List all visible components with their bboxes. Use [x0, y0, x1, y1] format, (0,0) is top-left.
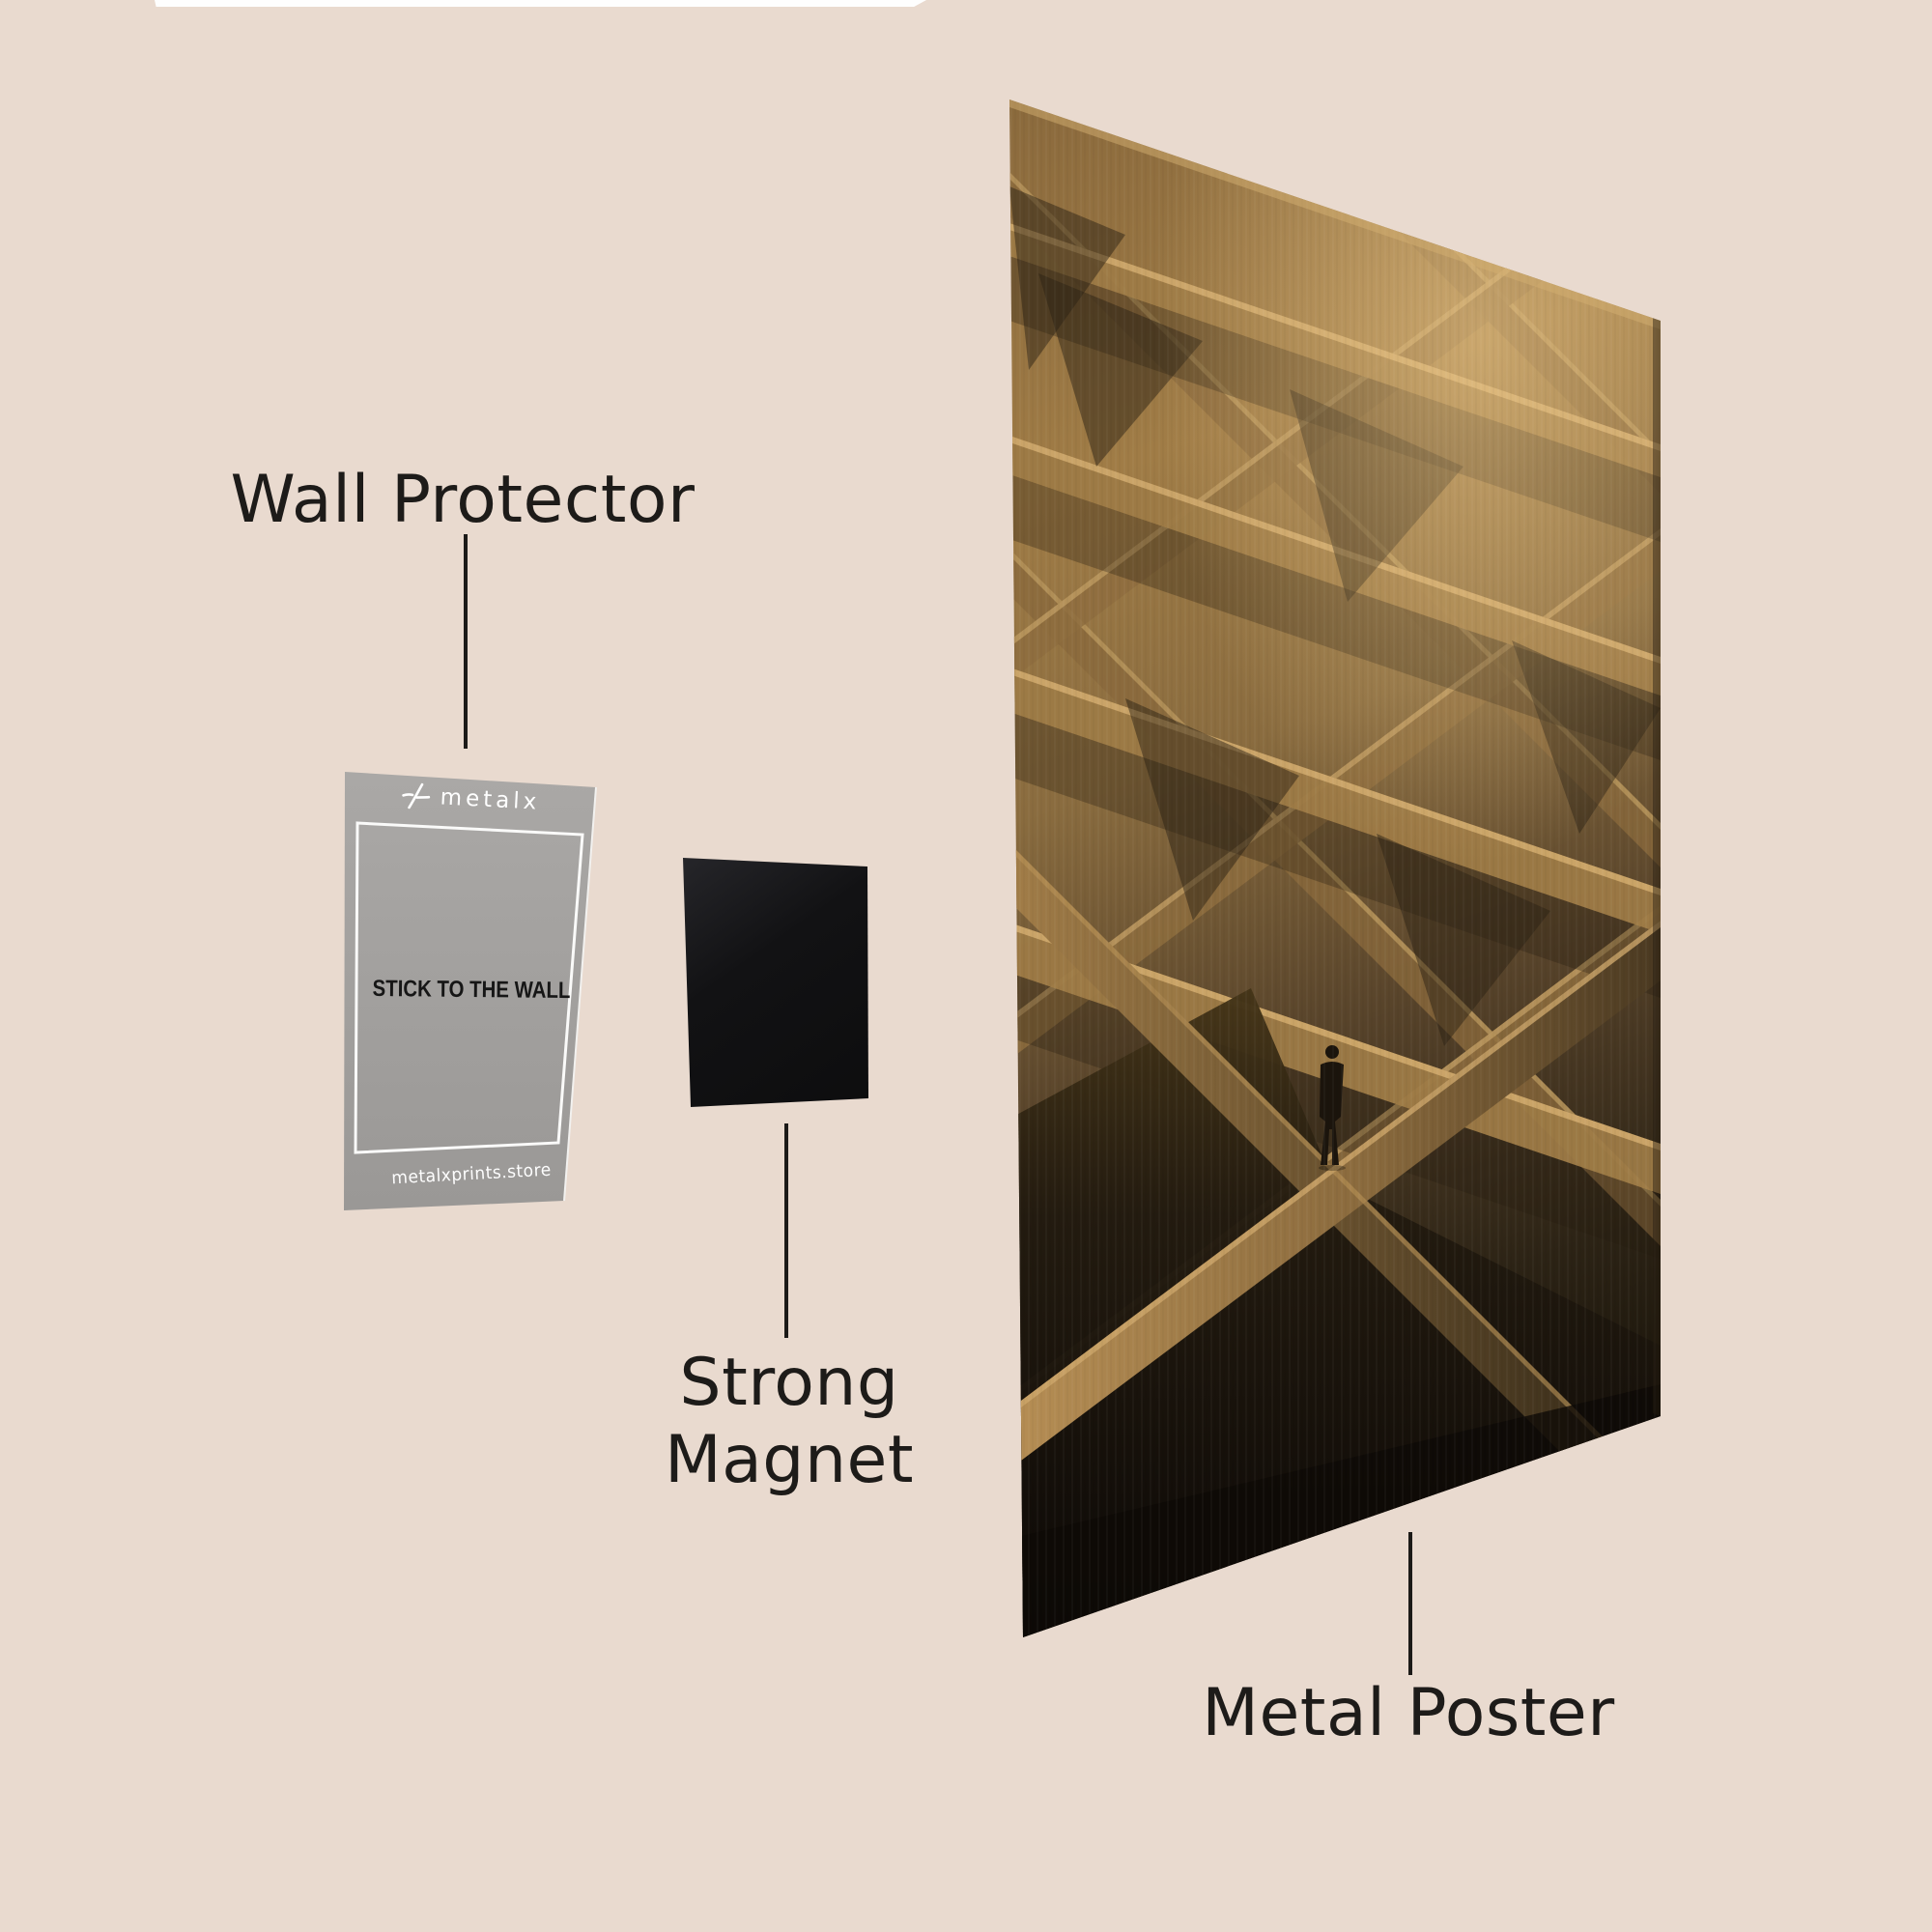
card-edge-highlight	[563, 786, 597, 1202]
strong-magnet-label-line2: Magnet	[664, 1422, 915, 1499]
strong-magnet-connector-line	[784, 1123, 788, 1338]
metal-poster-connector-line	[1408, 1532, 1412, 1675]
wall-protector-label: Wall Protector	[230, 462, 696, 538]
card-face	[344, 772, 596, 1210]
strong-magnet	[683, 858, 868, 1107]
metal-poster-image	[1009, 99, 1661, 1637]
strong-magnet-label: Strong Magnet	[665, 1345, 914, 1499]
wall-protector-connector-line	[464, 534, 468, 749]
metal-poster-label: Metal Poster	[1202, 1675, 1615, 1751]
top-white-strip	[155, 0, 926, 7]
poster-brushed-texture	[1009, 99, 1661, 1637]
card-center-text: STICK TO THE WALL	[372, 975, 571, 1005]
poster-top-rim	[1009, 99, 1661, 329]
poster-right-edge	[1653, 318, 1661, 1416]
card-brand-text: metalx	[440, 784, 541, 815]
card-inner-border	[354, 821, 584, 1154]
metalx-logo-icon	[402, 782, 431, 810]
wall-protector-card	[344, 772, 597, 1210]
card-brand-row: metalx	[400, 780, 541, 818]
strong-magnet-label-line1: Strong	[679, 1345, 899, 1421]
